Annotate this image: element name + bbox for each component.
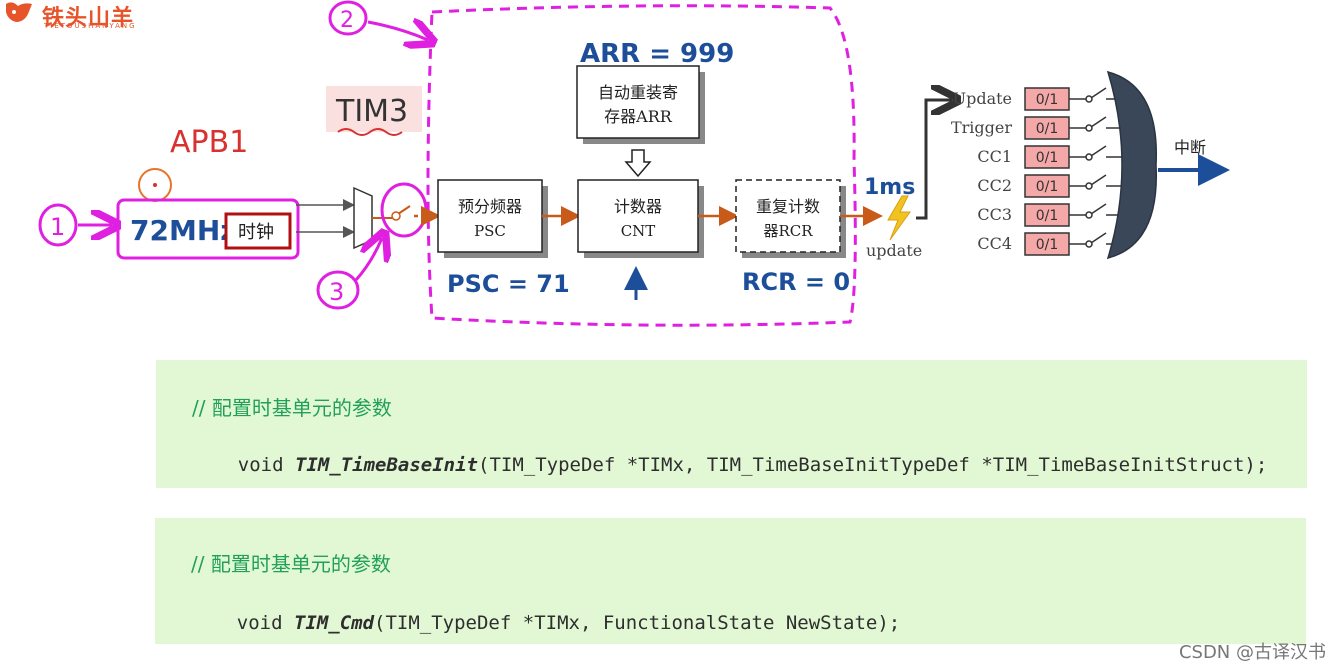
marker-1-text: 1	[50, 213, 65, 241]
timer-diagram: 2 APB1 TIM3 1 72MHz 时钟 3 ARR = 999 自动重装寄…	[38, 0, 1230, 327]
event-row: Trigger 0/1	[951, 116, 1122, 140]
event-switch	[1090, 87, 1107, 99]
event-name: CC4	[977, 234, 1012, 253]
event-flag: 0/1	[1036, 179, 1059, 195]
code-2-line: void TIM_Cmd(TIM_TypeDef *TIMx, Function…	[191, 590, 900, 656]
marker-3-text: 3	[329, 278, 344, 306]
arr-annotation: ARR = 999	[580, 39, 734, 69]
cnt-block	[577, 179, 699, 253]
event-switch	[1090, 174, 1107, 186]
code-2-args: (TIM_TypeDef *TIMx, FunctionalState NewS…	[374, 612, 901, 634]
apb1-annotation: APB1	[170, 125, 248, 160]
event-flag: 0/1	[1036, 121, 1059, 137]
or-gate	[1106, 70, 1158, 260]
event-switch	[1090, 116, 1107, 128]
event-row: Update 0/1	[953, 87, 1122, 111]
rcr-block-line1: 重复计数	[756, 197, 820, 216]
rcr-block-line2: 器RCR	[763, 222, 813, 240]
arr-block-line2: 存器ARR	[604, 107, 673, 126]
arr-block-line1: 自动重装寄	[598, 83, 678, 102]
tim3-region	[426, 4, 857, 327]
psc-block-line1: 预分频器	[458, 197, 522, 216]
code-2-func: TIM_Cmd	[293, 612, 375, 634]
interrupt-label: 中断	[1174, 138, 1206, 157]
event-name: CC1	[977, 147, 1012, 166]
event-flag: 0/1	[1036, 237, 1059, 253]
code-1-prefix: void	[237, 454, 295, 476]
logo-name: 铁头山羊	[42, 6, 135, 31]
marker-2-text: 2	[340, 8, 354, 33]
lightning-icon	[887, 195, 911, 241]
rcr-block	[735, 179, 841, 253]
code-2-prefix: void	[236, 612, 294, 634]
event-flag: 0/1	[1036, 150, 1059, 166]
cnt-block-line1: 计数器	[614, 197, 662, 216]
code-1-line: void TIM_TimeBaseInit(TIM_TypeDef *TIMx,…	[192, 432, 1268, 498]
clock-label-box	[224, 212, 292, 250]
event-name: CC2	[977, 176, 1012, 195]
code-2-comment: // 配置时基单元的参数	[191, 552, 391, 576]
event-row: CC2 0/1	[977, 174, 1122, 198]
rcr-annotation: RCR = 0	[742, 268, 850, 296]
code-block-1: // 配置时基单元的参数 void TIM_TimeBaseInit(TIM_T…	[156, 360, 1307, 488]
event-row: CC4 0/1	[977, 232, 1122, 256]
code-1-func: TIM_TimeBaseInit	[294, 454, 478, 476]
csdn-watermark: CSDN @古译汉书	[1178, 642, 1326, 663]
marker-3-circle	[316, 270, 360, 310]
logo-subtitle: TIETOUSHANYANG	[44, 22, 137, 30]
cnt-block-line2: CNT	[621, 222, 656, 240]
event-switch	[1090, 203, 1107, 215]
psc-annotation: PSC = 71	[447, 270, 570, 298]
event-name: Trigger	[951, 118, 1012, 137]
event-flag: 0/1	[1036, 208, 1059, 224]
event-name: Update	[953, 89, 1012, 108]
clock-label: 时钟	[238, 222, 274, 243]
event-row: CC1 0/1	[977, 145, 1122, 169]
event-switch	[1090, 145, 1107, 157]
event-flag: 0/1	[1036, 92, 1059, 108]
update-label: update	[866, 241, 922, 260]
tim3-label-bg	[326, 86, 422, 132]
code-block-2: // 配置时基单元的参数 void TIM_Cmd(TIM_TypeDef *T…	[155, 518, 1306, 644]
marker-1-circle	[38, 203, 78, 247]
arr-block	[576, 65, 700, 139]
clock-mux	[353, 186, 373, 250]
marker-2-circle	[328, 0, 368, 36]
event-name: CC3	[977, 205, 1012, 224]
psc-block	[437, 179, 543, 253]
code-1-args: (TIM_TypeDef *TIMx, TIM_TimeBaseInitType…	[478, 454, 1268, 476]
arr-to-cnt-arrow	[624, 149, 652, 178]
goat-logo-icon	[6, 2, 32, 23]
clock-box	[116, 198, 300, 260]
event-switch	[1090, 232, 1107, 244]
clock-frequency: 72MHz	[130, 214, 237, 247]
tim3-label: TIM3	[335, 94, 408, 129]
code-1-comment: // 配置时基单元的参数	[192, 396, 392, 420]
event-row: CC3 0/1	[977, 203, 1122, 227]
psc-block-line2: PSC	[474, 222, 506, 240]
